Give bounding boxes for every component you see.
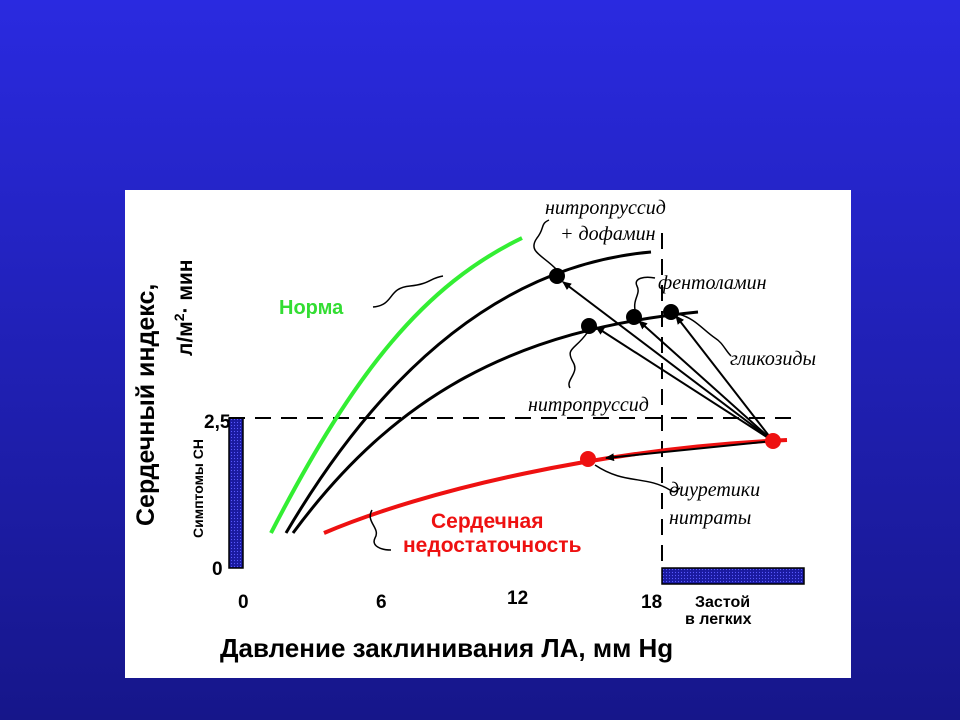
nitroprusside-curve	[291, 310, 699, 534]
y-tick-0: 0	[212, 559, 223, 580]
therapy-arrows	[562, 281, 774, 462]
arrow-to-phentolamine	[638, 320, 774, 442]
diagram-svg: Сердечный индекс, л/м2· мин Симптомы СН …	[132, 197, 816, 663]
arrow-to-glycosides	[675, 315, 774, 442]
leader-phentolamine	[633, 276, 656, 311]
point-glycosides	[663, 304, 679, 320]
point-nitroprusside	[581, 318, 597, 334]
point-hf-start	[765, 433, 781, 449]
congestion-label-line1: Застой	[695, 594, 750, 611]
arrow-to-diuretics	[605, 440, 774, 462]
leader-glycosides	[677, 313, 732, 357]
label-hf-line1: Сердечная	[431, 510, 543, 533]
arrow-to-nitro-dopamine	[562, 281, 774, 442]
label-diuretics-line1: диуретики	[669, 479, 760, 501]
congestion-label-line2: в легких	[685, 611, 752, 628]
label-glycosides: гликозиды	[730, 348, 816, 370]
congestion-bar	[661, 567, 805, 585]
y-axis-title-line1: Сердечный индекс,	[132, 284, 160, 526]
label-nitroprusside: нитропруссид	[528, 394, 649, 416]
point-nitro-dopamine	[549, 268, 565, 284]
label-phentolamine: фентоламин	[658, 272, 767, 294]
y-tick-2-5: 2,5	[204, 412, 231, 433]
x-tick-18: 18	[641, 592, 662, 613]
nitroprusside-dopamine-curve	[284, 250, 652, 534]
y-side-label-hf-symptoms: Симптомы СН	[190, 439, 206, 538]
label-norm: Норма	[279, 297, 344, 319]
x-axis-title: Давление заклинивания ЛА, мм Hg	[220, 633, 673, 663]
x-tick-6: 6	[376, 592, 387, 613]
leader-norm	[372, 275, 444, 308]
leader-nitroprusside	[568, 332, 588, 389]
label-diuretics-line2: нитраты	[669, 507, 751, 529]
label-nitro-dopamine-line1: нитропруссид	[545, 197, 666, 219]
leader-hf	[369, 509, 392, 551]
point-hf-diuretics	[580, 451, 596, 467]
leader-diuretics	[594, 464, 681, 493]
label-leaders	[369, 219, 732, 551]
arrow-to-nitroprusside	[595, 326, 774, 442]
hf-symptoms-bar	[228, 417, 244, 569]
x-tick-0: 0	[238, 592, 249, 613]
norm-curve	[269, 236, 523, 534]
y-axis-title-line2: л/м2· мин	[171, 260, 197, 356]
hemodynamic-diagram: Сердечный индекс, л/м2· мин Симптомы СН …	[125, 190, 851, 678]
point-phentolamine	[626, 309, 642, 325]
label-nitro-dopamine-line2: + дофамин	[560, 223, 656, 245]
x-tick-12: 12	[507, 588, 528, 609]
label-hf-line2: недостаточность	[403, 534, 582, 557]
leader-nitro-dopamine	[533, 219, 558, 271]
